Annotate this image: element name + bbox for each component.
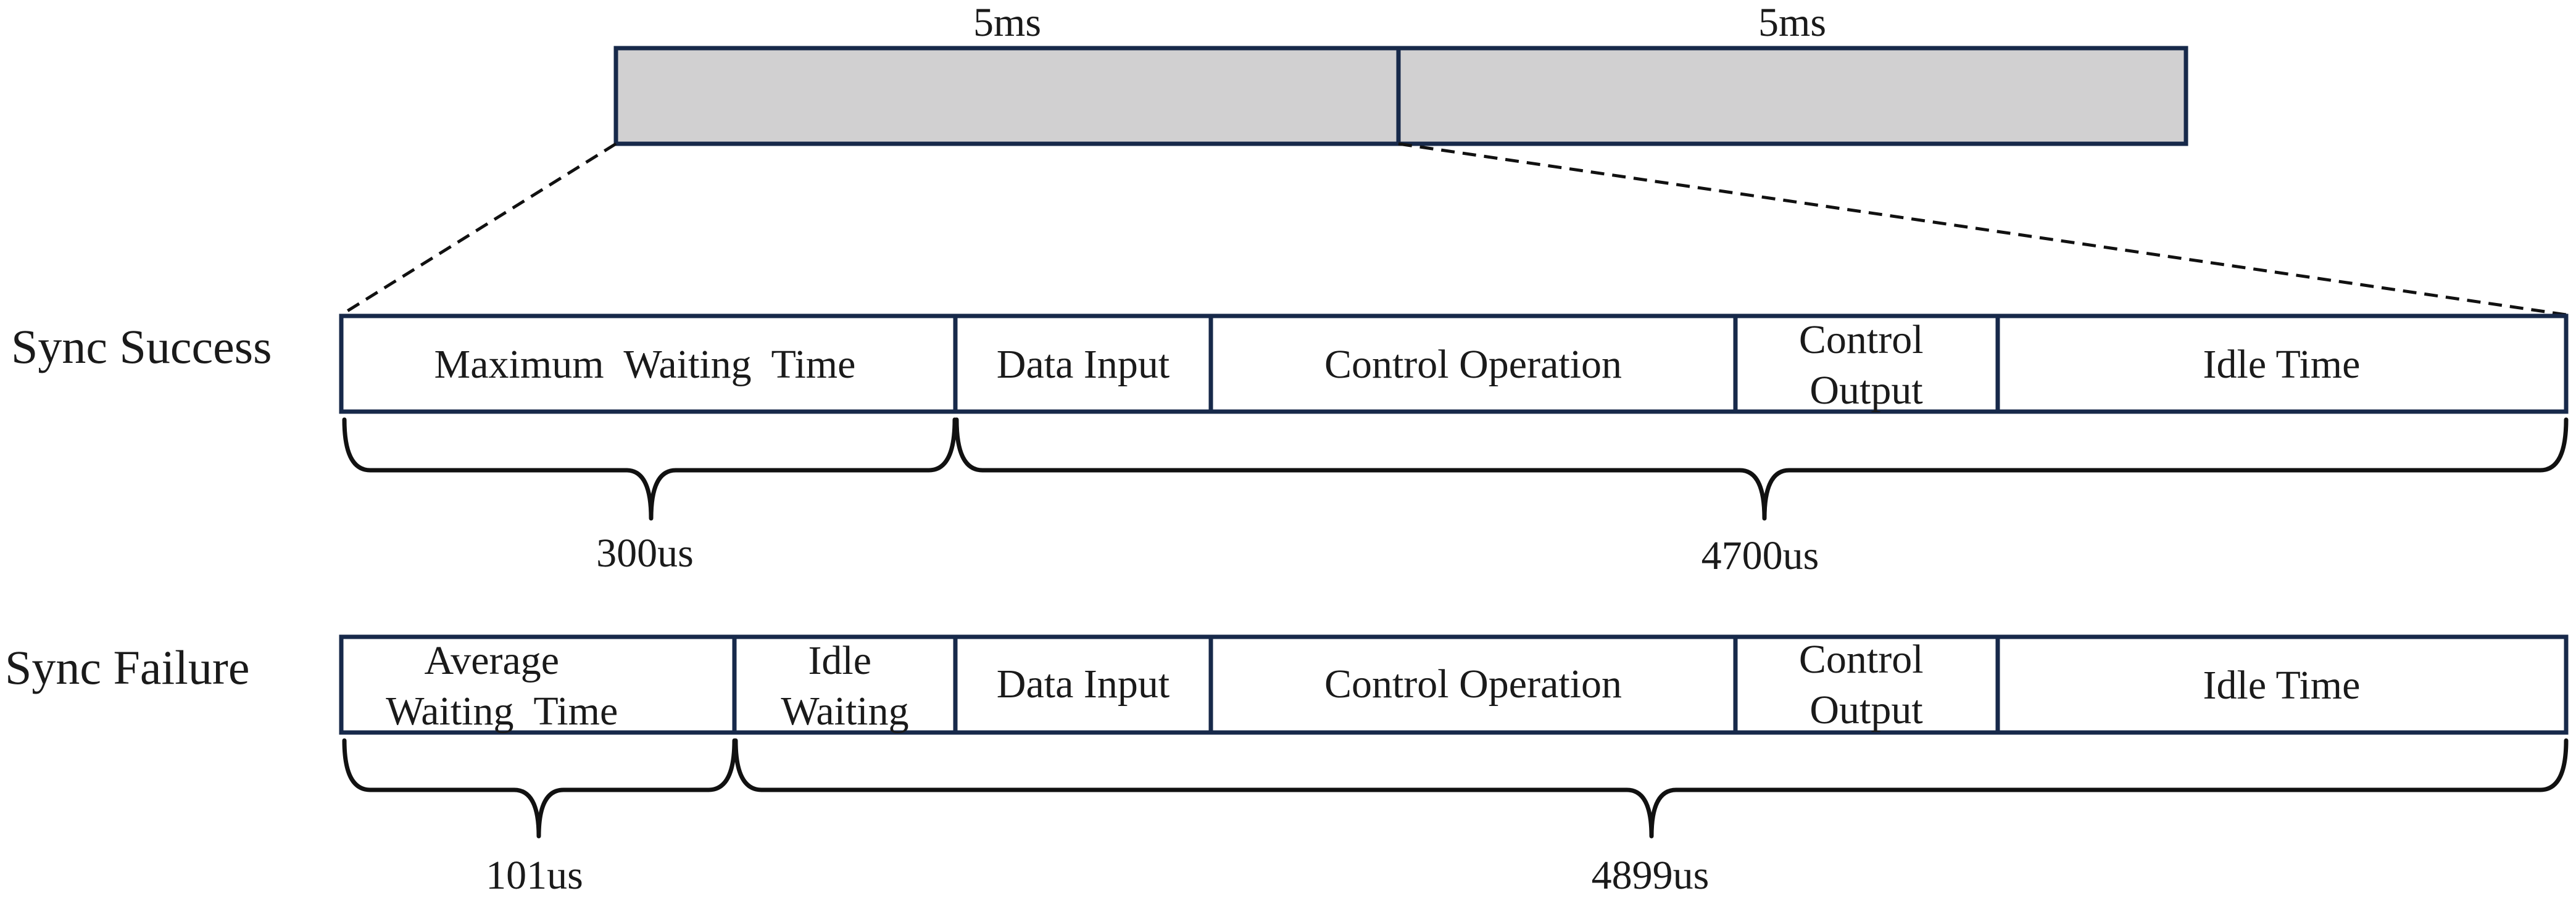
label-idle-time: Idle Time <box>2203 342 2361 387</box>
sync-failure-row: Average Waiting Time Idle Waiting Data I… <box>339 634 2569 735</box>
duration-success-rest: 4700us <box>1701 533 1819 578</box>
label-maximum-waiting-time: Maximum Waiting Time <box>434 342 856 387</box>
brace-failure-rest <box>733 738 2569 839</box>
brace-failure-wait <box>342 738 737 839</box>
label-control-output-failure: Control Output <box>1799 637 1934 733</box>
duration-failure-wait: 101us <box>486 853 583 898</box>
label-idle-time-failure: Idle Time <box>2203 663 2361 708</box>
frame-slot-1-label: 5ms <box>973 0 1041 45</box>
segment-control-output-failure <box>1733 634 2000 735</box>
segment-idle-time-failure <box>1995 634 2569 735</box>
row-label-sync-success: Sync Success <box>11 320 272 373</box>
frame-slot-2-label: 5ms <box>1758 0 1826 45</box>
duration-failure-rest: 4899us <box>1592 853 1710 898</box>
zoom-line-left <box>340 142 617 317</box>
label-control-operation-failure: Control Operation <box>1324 662 1622 707</box>
frame-slot-2 <box>1396 46 2188 146</box>
label-data-input-failure: Data Input <box>997 662 1170 707</box>
brace-success-rest <box>954 417 2569 521</box>
label-idle-waiting: Idle Waiting <box>781 638 908 734</box>
segment-data-input-failure <box>953 634 1213 735</box>
segment-idle-waiting <box>732 634 958 735</box>
segment-control-operation <box>1208 313 1738 414</box>
sync-success-row: Maximum Waiting Time Data Input Control … <box>339 313 2569 414</box>
segment-idle-time <box>1995 313 2569 414</box>
label-data-input: Data Input <box>997 342 1170 387</box>
segment-average-waiting-time <box>339 634 737 735</box>
segment-maximum-waiting-time <box>339 313 958 414</box>
row-label-sync-failure: Sync Failure <box>5 641 249 694</box>
brace-success-wait <box>342 417 957 521</box>
zoom-line-right <box>1398 142 2567 317</box>
label-average-waiting-time: Average Waiting Time <box>386 638 689 734</box>
segment-control-operation-failure <box>1208 634 1738 735</box>
frame-slot-1 <box>613 46 1401 146</box>
label-control-output: Control Output <box>1799 317 1934 413</box>
duration-success-wait: 300us <box>596 531 694 576</box>
label-control-operation: Control Operation <box>1324 342 1622 387</box>
segment-data-input <box>953 313 1213 414</box>
